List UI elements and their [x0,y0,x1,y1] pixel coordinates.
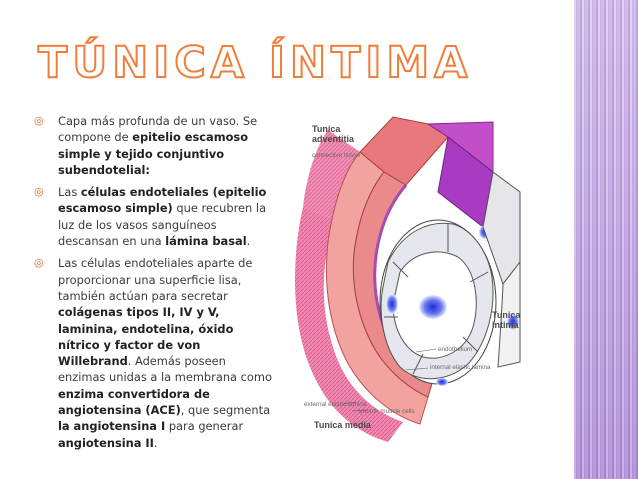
target-bullet-icon: ◎ [34,114,44,127]
bullet-bold-text: células endoteliales (epitelio escamoso … [58,185,267,216]
bullet-text: Las [58,185,81,200]
label-smooth-muscle-cells: smooth muscle cells [358,408,415,415]
bullet-text: para generar [165,419,244,434]
bullet-text: que recubren la luz de los vasos sanguín… [58,201,267,249]
bullet-text: Las células endoteliales aparte de propo… [58,256,253,303]
vessel-illustration [294,116,521,442]
decorative-side-stripe [574,0,638,479]
bullet-bold-text: enzima convertidora de angiotensina (ACE… [58,386,210,418]
blood-vessel-diagram: Tunica adventitia connective tissue Tuni… [288,112,528,442]
bullet-bold-text: epitelio escamoso simple y tejido conjun… [58,130,249,177]
label-external-elastic-lamina: external elastic lamina [304,401,367,408]
bullet-bold-text: angiotensina II [58,435,154,450]
bullet-text: . [246,234,251,249]
label-tunica-intima: Tunica intima [492,310,521,330]
label-tunica-adventitia: Tunica adventitia [312,124,355,144]
label-internal-elastic-lamina: internal elastic lamina [430,364,491,371]
target-bullet-icon: ◎ [34,185,44,199]
bullet-bold-text: la angiotensina I [58,419,166,434]
bullet-list: ◎ Capa más profunda de un vaso. Se compon… [34,113,274,457]
bullet-text: . Además poseen enzimas unidas a la memb… [58,354,272,385]
target-bullet-icon: ◎ [34,256,44,270]
bullet-bold-text: colágenas tipos II, IV y V, laminina, en… [58,305,234,369]
label-tunica-media: Tunica media [314,420,371,430]
bullet-bold-text: lámina basal [165,234,247,249]
label-connective-tissue: connective tissue [312,152,361,159]
bullet-text: Capa más profunda de un vaso. Se compone… [58,114,258,145]
bullet-item: ◎ Capa más profunda de un vaso. Se compon… [34,113,274,178]
bullet-item: ◎ Las células endoteliales (epitelio esca… [34,184,274,249]
slide-title: TÚNICA ÍNTIMA [37,38,473,88]
bullet-text: , que segmenta [180,403,271,418]
bullet-text: . [153,435,158,450]
bullet-item: ◎ Las células endoteliales aparte de prop… [34,255,274,451]
label-endothelium: endothelium [438,346,473,353]
